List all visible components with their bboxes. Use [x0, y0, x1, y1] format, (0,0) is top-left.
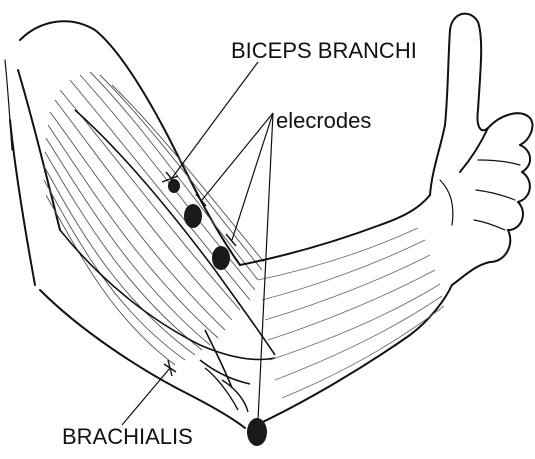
electrode-leader-3	[258, 113, 273, 420]
arrow-ticks	[162, 172, 236, 376]
hand	[430, 14, 532, 285]
biceps-label: BICEPS BRANCHI	[231, 38, 417, 63]
biceps-leader	[172, 62, 258, 178]
brachialis-label: BRACHIALIS	[62, 424, 193, 449]
biceps-muscle	[44, 72, 264, 365]
electrode-2	[184, 204, 202, 228]
electrode-leader-2	[232, 113, 273, 240]
electrodes	[168, 179, 267, 446]
electrode-ground	[247, 418, 267, 446]
electrode-3	[212, 246, 230, 270]
brachialis-leader	[122, 368, 170, 425]
electrodes-label: elecrodes	[276, 108, 371, 133]
electrode-leader-1	[202, 113, 273, 200]
electrode-1	[168, 179, 180, 193]
